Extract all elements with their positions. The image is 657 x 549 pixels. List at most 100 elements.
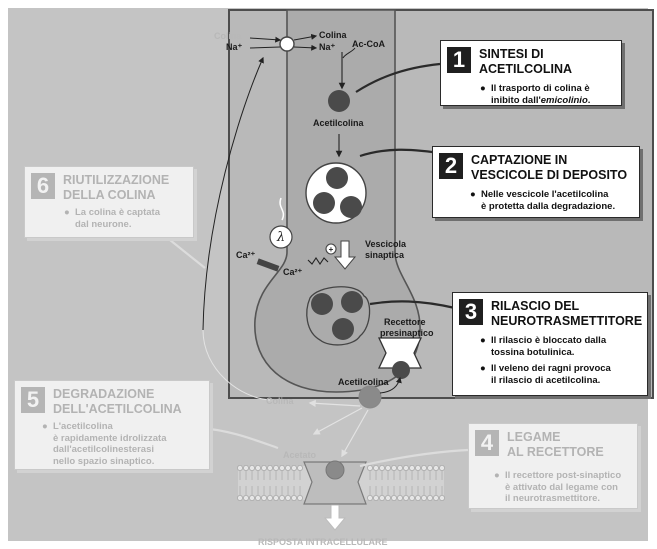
step-5-box: 5 DEGRADAZIONE DELL'ACETILCOLINA ●L'acet… bbox=[14, 380, 210, 470]
callout-1-pointer bbox=[355, 62, 441, 93]
lipid-head bbox=[396, 494, 403, 501]
release-ach-1 bbox=[311, 293, 333, 315]
action-potential-line bbox=[279, 197, 285, 221]
lipid-head bbox=[266, 464, 273, 471]
lipid-head bbox=[272, 464, 279, 471]
acetylcholine-bound-molecule bbox=[325, 460, 345, 480]
lipid-head bbox=[420, 494, 427, 501]
vesicle-ach-2 bbox=[313, 192, 335, 214]
lipid-head bbox=[372, 464, 379, 471]
step-2-title: CAPTAZIONE IN VESCICOLE DI DEPOSITO bbox=[471, 153, 628, 182]
lipid-head bbox=[438, 494, 445, 501]
calcium-signal-wave bbox=[307, 257, 329, 265]
step-6-text: ●La colina è captata dal neurone. bbox=[64, 207, 161, 230]
step-3-text-2: ●Il veleno dei ragni provoca il rilascio… bbox=[480, 363, 611, 386]
lambda-glyph: λ bbox=[276, 230, 285, 245]
acetylcholine-top-label: Acetilcolina bbox=[313, 118, 365, 128]
lipid-head bbox=[290, 464, 297, 471]
step-1-text-main: Il trasporto di colina è inibito dall' bbox=[491, 83, 590, 106]
lipid-head bbox=[390, 464, 397, 471]
step-2-text: ●Nelle vescicole l'acetilcolina è protet… bbox=[470, 189, 616, 212]
step-3-number: 3 bbox=[459, 299, 483, 325]
lipid-head bbox=[296, 464, 303, 471]
step-1-box: 1 SINTESI DI ACETILCOLINA ●Il trasporto … bbox=[440, 40, 622, 106]
calcium-inside-label: Ca²⁺ bbox=[283, 267, 303, 277]
lipid-head bbox=[420, 464, 427, 471]
lipid-head bbox=[372, 494, 379, 501]
step-2-box: 2 CAPTAZIONE IN VESCICOLE DI DEPOSITO ●N… bbox=[432, 146, 640, 218]
choline-outside-label: Colina bbox=[214, 31, 242, 41]
sodium-outside-label: Na⁺ bbox=[226, 42, 243, 52]
step-6-number: 6 bbox=[31, 173, 55, 199]
action-potential-icon bbox=[269, 225, 293, 249]
lipid-head bbox=[366, 464, 373, 471]
presynaptic-bind-arrow bbox=[379, 376, 402, 394]
postsynaptic-receptor bbox=[303, 461, 367, 505]
step-5-text-main: L'acetilcolina è rapidamente idrolizzata… bbox=[53, 421, 167, 467]
lipid-head bbox=[242, 464, 249, 471]
choline-cross-arrow bbox=[293, 33, 318, 41]
step-6-title: RIUTILIZZAZIONE DELLA COLINA bbox=[63, 173, 170, 202]
vesicle-label-2: sinaptica bbox=[365, 250, 405, 260]
step-3-text-2-main: Il veleno dei ragni provoca il rilascio … bbox=[491, 363, 611, 386]
step-4-number: 4 bbox=[475, 430, 499, 456]
calcium-channel-label: Ca²⁺ bbox=[236, 250, 256, 260]
step-2-text-main: Nelle vescicole l'acetilcolina è protett… bbox=[481, 189, 616, 212]
intracellular-response-label: RISPOSTA INTRACELLULARE bbox=[258, 537, 388, 547]
choline-release-arrow bbox=[308, 399, 361, 407]
lipid-head bbox=[266, 494, 273, 501]
lipid-head bbox=[402, 494, 409, 501]
calcium-plus-icon bbox=[325, 243, 337, 255]
choline-inside-label: Colina bbox=[319, 30, 347, 40]
step-3-box: 3 RILASCIO DEL NEUROTRASMETTITORE ●Il ri… bbox=[452, 292, 648, 396]
choline-recycle-arrow bbox=[202, 56, 264, 331]
lipid-head bbox=[248, 464, 255, 471]
acetate-label: Acetato bbox=[283, 450, 317, 460]
lipid-head bbox=[402, 464, 409, 471]
lipid-head bbox=[432, 494, 439, 501]
step-1-text-end: . bbox=[587, 94, 591, 106]
lipid-head bbox=[408, 494, 415, 501]
choline-transporter bbox=[279, 36, 295, 52]
step-4-text: ●Il recettore post-sinaptico è attivato … bbox=[494, 470, 622, 504]
lipid-head bbox=[384, 494, 391, 501]
callout-3-pointer bbox=[369, 300, 456, 310]
step-3-text-1: ●Il rilascio è bloccato dalla tossina bo… bbox=[480, 335, 607, 358]
sodium-cross-arrow bbox=[293, 44, 318, 51]
lipid-head bbox=[408, 464, 415, 471]
step-3-text-1-main: Il rilascio è bloccato dalla tossina bot… bbox=[491, 335, 607, 358]
lipid-head bbox=[272, 494, 279, 501]
step-1-title: SINTESI DI ACETILCOLINA bbox=[479, 47, 573, 76]
step-6-text-main: La colina è captata dal neurone. bbox=[75, 207, 161, 230]
calcium-channel bbox=[256, 258, 280, 272]
lipid-head bbox=[426, 464, 433, 471]
lipid-head bbox=[426, 494, 433, 501]
vesicle-label-1: Vescicola bbox=[365, 239, 407, 249]
lipid-head bbox=[414, 464, 421, 471]
lipid-head bbox=[284, 464, 291, 471]
lipid-head bbox=[248, 494, 255, 501]
lipid-head bbox=[254, 464, 261, 471]
lipid-head bbox=[278, 494, 285, 501]
choline-in-arrow bbox=[249, 36, 282, 43]
lipid-head bbox=[260, 464, 267, 471]
lipid-head bbox=[414, 494, 421, 501]
step-3-title: RILASCIO DEL NEUROTRASMETTITORE bbox=[491, 299, 643, 328]
lipid-head bbox=[260, 494, 267, 501]
cleft-acetylcholine-label: Acetilcolina bbox=[338, 377, 390, 387]
vesicle-ach-3 bbox=[340, 196, 362, 218]
step-4-box: 4 LEGAME AL RECETTORE ●Il recettore post… bbox=[468, 423, 638, 509]
lipid-head bbox=[290, 494, 297, 501]
step-2-number: 2 bbox=[439, 153, 463, 179]
callout-4-pointer bbox=[359, 448, 469, 468]
presynaptic-receptor-label-2: presinaptico bbox=[380, 328, 434, 338]
lipid-head bbox=[236, 464, 243, 471]
step-5-title: DEGRADAZIONE DELL'ACETILCOLINA bbox=[53, 387, 182, 416]
lipid-head bbox=[378, 464, 385, 471]
step-1-text-em: emicolinio bbox=[540, 94, 588, 106]
callout-6-pointer bbox=[169, 239, 206, 269]
response-arrow bbox=[323, 504, 347, 531]
lipid-head bbox=[236, 494, 243, 501]
lipid-head bbox=[296, 494, 303, 501]
